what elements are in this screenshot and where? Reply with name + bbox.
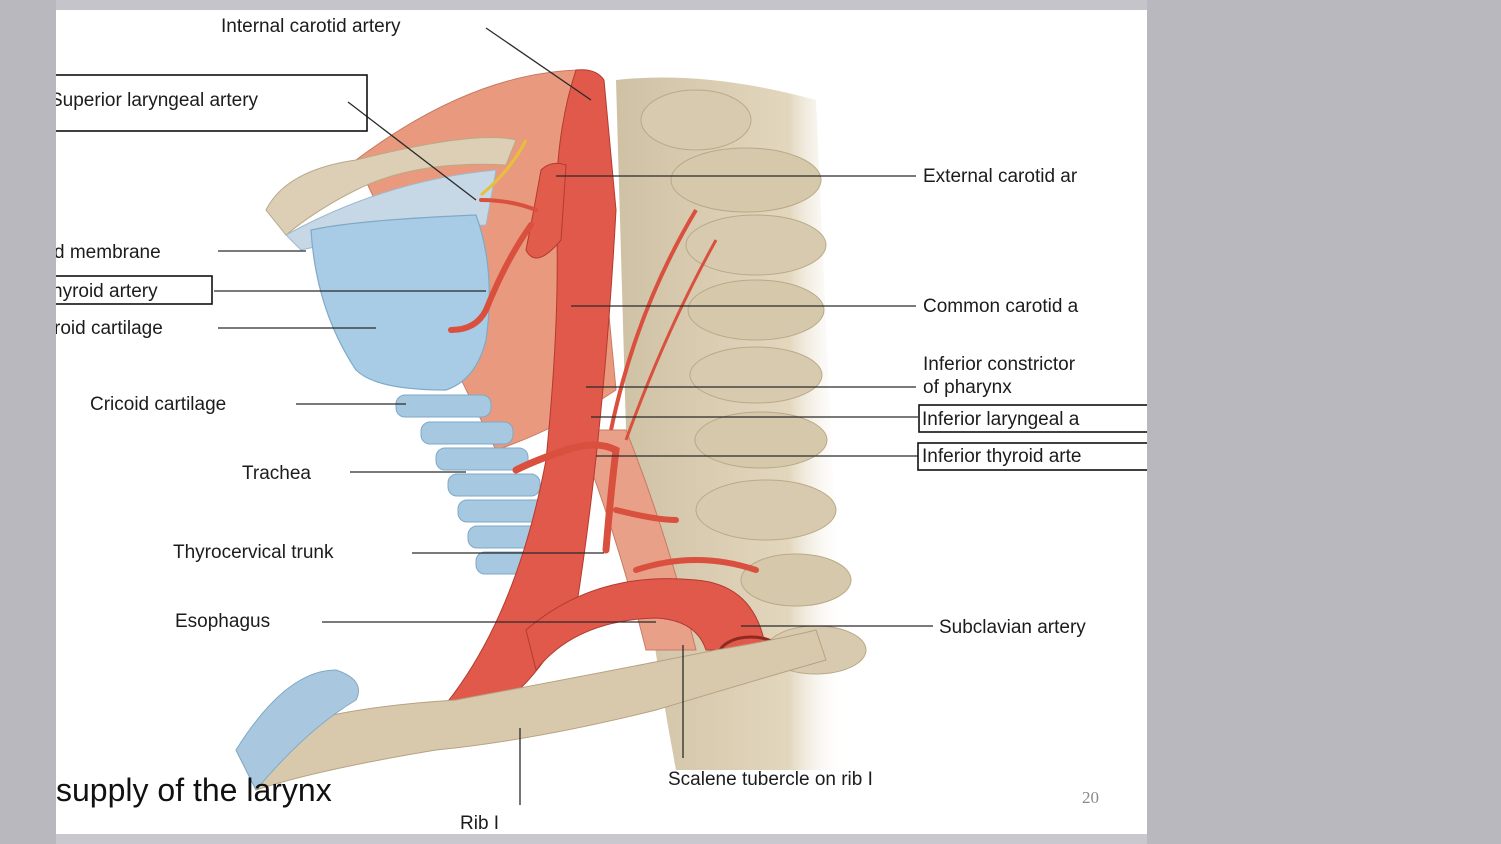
label-superior-thyroid: hyroid artery — [56, 281, 158, 302]
label-subclavian: Subclavian artery — [939, 617, 1086, 638]
trachea — [395, 394, 567, 575]
label-rib1: Rib I — [460, 813, 499, 834]
label-inferior-constrictor-2: of pharynx — [923, 377, 1012, 398]
label-superior-laryngeal: Superior laryngeal artery — [56, 90, 259, 111]
slide-title: l supply of the larynx — [56, 772, 332, 808]
superior-thyroid-artery-vessel — [448, 222, 534, 333]
page-number: 20 — [1082, 788, 1099, 807]
label-thyroid-cartilage: roid cartilage — [56, 318, 163, 339]
external-carotid-artery — [525, 162, 567, 259]
bottom-strip — [56, 834, 1147, 844]
label-inferior-constrictor-1: Inferior constrictor — [923, 354, 1076, 375]
left-gutter — [0, 0, 56, 844]
hyoid-bone — [265, 137, 517, 236]
superior-laryngeal-box — [56, 74, 368, 132]
label-external-carotid: External carotid ar — [923, 166, 1078, 187]
label-thyrocervical: Thyrocervical trunk — [173, 542, 334, 563]
first-rib — [235, 629, 827, 791]
label-scalene-tubercle: Scalene tubercle on rib I — [668, 769, 873, 790]
inferior-thyroid-artery-vessel — [512, 441, 620, 554]
label-common-carotid: Common carotid a — [923, 296, 1079, 317]
label-inferior-thyroid: Inferior thyroid arte — [922, 446, 1081, 467]
superior-laryngeal-artery-vessel — [479, 198, 538, 212]
label-trachea: Trachea — [242, 463, 311, 484]
inferior-thyroid-box — [917, 442, 1147, 471]
leader-lines — [214, 27, 933, 805]
larynx-blood-supply-illustration: Internal carotid artery Superior larynge… — [56, 16, 1147, 834]
right-background — [1147, 0, 1501, 844]
inferior-laryngeal-box — [918, 404, 1147, 433]
top-strip — [56, 0, 1147, 10]
label-internal-carotid: Internal carotid artery — [221, 16, 401, 37]
label-esophagus: Esophagus — [175, 611, 270, 632]
label-inferior-laryngeal: Inferior laryngeal a — [922, 409, 1080, 430]
label-cricoid: Cricoid cartilage — [90, 394, 226, 415]
slide: Internal carotid artery Superior larynge… — [56, 10, 1147, 834]
label-thyrohyoid-membrane: d membrane — [56, 242, 161, 263]
superior-thyroid-box — [56, 275, 213, 305]
thyroid-cartilage — [310, 214, 490, 391]
